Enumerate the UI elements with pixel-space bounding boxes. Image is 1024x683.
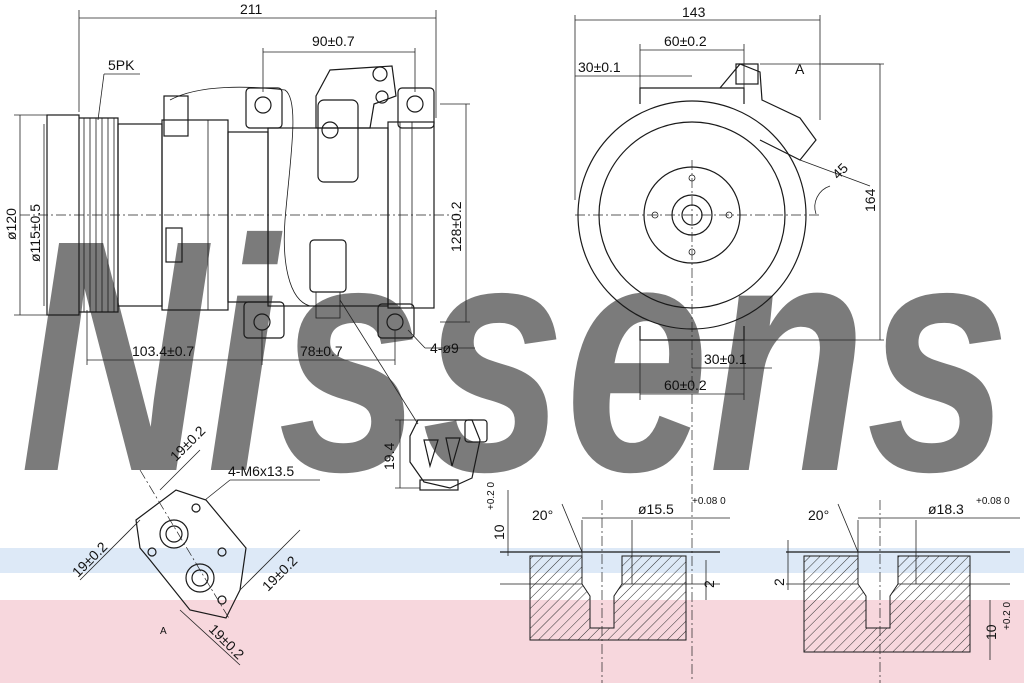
section-1-bore-tol: +0.08 0 [692, 496, 726, 507]
dim-front-height: 164 [862, 188, 878, 212]
dim-pulley-outer: ø120 [3, 208, 19, 240]
pulley-label: 5PK [108, 57, 135, 73]
clutch-wire [169, 86, 311, 307]
port-discharge [185, 563, 215, 593]
clutch-connector [163, 95, 189, 137]
view-marker-a: A [795, 61, 805, 77]
valve-connector [309, 239, 347, 293]
dim-front-distance: 103.4±0.7 [132, 343, 194, 359]
watermark: Nissens [0, 171, 1024, 683]
clutch-coil-box [165, 227, 183, 263]
dim-connector-height: 19.4 [381, 443, 397, 470]
watermark-text: Nissens [20, 171, 1010, 540]
side-view: 211 90±0.7 5PK ø120 ø115±0.5 128±0.2 103… [3, 1, 475, 425]
dim-overall-width: 143 [682, 4, 706, 20]
dim-threads: 4-M6x13.5 [228, 463, 294, 479]
dim-bolt-spacing-top: 90±0.7 [312, 33, 355, 49]
control-valve [317, 99, 359, 183]
section-1-step: 2 [701, 580, 717, 588]
dim-port-spacing-bottom: 60±0.2 [664, 377, 707, 393]
dim-holes: 4-ø9 [430, 340, 459, 356]
connector-body [409, 419, 481, 489]
section-1-chamfer: 20° [532, 507, 553, 523]
port-flange [135, 489, 247, 619]
mount-ear-top-left [245, 87, 283, 129]
dim-offset-top: 30±0.1 [578, 59, 621, 75]
mount-ear-bottom-right [377, 303, 415, 339]
section-2-bore-tol: +0.08 0 [976, 496, 1010, 507]
service-port-block [315, 65, 397, 129]
section-1-bore: ø15.5 [638, 501, 674, 517]
port-view-marker: A [160, 626, 167, 637]
port-section-2: 20° ø18.3 +0.08 0 2 10 +0.2 0 [771, 496, 1020, 683]
section-1-depth: 10 [491, 524, 507, 540]
dim-offset-bottom: 30±0.1 [704, 351, 747, 367]
dim-overall-length: 211 [240, 1, 263, 17]
connector-detail: 19.4 [381, 419, 488, 491]
rear-fittings [719, 63, 817, 161]
mount-ear-bottom-left [243, 301, 285, 339]
section-2-depth: 10 [983, 624, 999, 640]
dim-port-spacing-top: 60±0.2 [664, 33, 707, 49]
dim-bolt-distance: 78±0.7 [300, 343, 343, 359]
section-2-bore: ø18.3 [928, 501, 964, 517]
section-2-depth-tol: +0.2 0 [1002, 601, 1013, 630]
dim-height: 128±0.2 [448, 201, 464, 252]
port-suction [159, 519, 189, 549]
section-2-chamfer: 20° [808, 507, 829, 523]
section-2-step: 2 [771, 578, 787, 586]
dim-pulley-inner: ø115±0.5 [27, 204, 43, 262]
mount-ear-top-right [397, 87, 435, 129]
section-1-depth-tol: +0.2 0 [486, 481, 497, 510]
top-boss [639, 87, 745, 104]
port-section-1: 20° ø15.5 +0.08 0 10 +0.2 0 2 [486, 481, 730, 683]
connector-leader [339, 299, 419, 425]
